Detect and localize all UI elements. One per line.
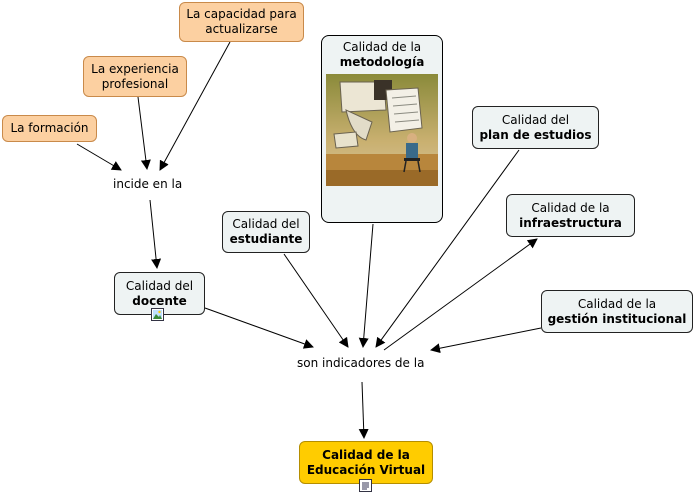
node-formacion-text: La formación [10,121,89,135]
link-incide-en-la: incide en la [113,177,183,191]
node-central-line1: Calidad de la [322,447,410,462]
edge-incide-docente [149,199,162,269]
node-experiencia-profesional[interactable]: La experiencia profesional [83,56,187,97]
edge-indicadores-central [358,381,369,439]
node-gestion-institucional[interactable]: Calidad de la gestión institucional [541,290,693,333]
node-metodologia[interactable]: Calidad de la metodología [321,35,443,223]
node-infraestructura[interactable]: Calidad de la infraestructura [506,194,635,237]
node-docente-line1: Calidad del [125,278,194,293]
node-plan-estudios[interactable]: Calidad del plan de estudios [472,106,599,149]
node-infraestructura-line2: infraestructura [519,215,622,230]
node-estudiante-line2: estudiante [229,232,303,246]
edge-indicadores-infraestructura [383,238,538,351]
node-estudiante[interactable]: Calidad del estudiante [222,211,310,253]
edge-plan-indicadores [375,149,520,348]
node-docente-line2: docente [132,293,187,308]
node-estudiante-line1: Calidad del [232,217,300,231]
node-experiencia-text: La experiencia profesional [91,61,179,91]
node-docente[interactable]: Calidad del docente [114,272,205,315]
node-capacidad-actualizarse[interactable]: La capacidad para actualizarse [179,2,304,42]
edge-capacidad-incide [159,41,231,171]
node-capacidad-text: La capacidad para actualizarse [186,7,297,36]
metodologia-illustration [326,74,438,186]
link-son-indicadores: son indicadores de la [297,356,425,370]
node-gestion-line2: gestión institucional [547,311,687,326]
edge-experiencia-incide [137,96,151,170]
node-plan-line2: plan de estudios [479,127,592,142]
edge-docente-indicadores [204,307,314,349]
edge-metodologia-indicadores [358,223,374,348]
image-icon[interactable] [151,308,164,321]
edge-estudiante-indicadores [283,253,349,348]
node-plan-line1: Calidad del [501,112,570,127]
node-infraestructura-line1: Calidad de la [531,200,610,215]
node-metodologia-line1: Calidad de la [342,40,422,54]
node-calidad-educacion-virtual[interactable]: Calidad de la Educación Virtual [299,441,433,484]
node-metodologia-line2: metodología [339,55,425,69]
document-icon[interactable] [359,479,372,492]
node-central-line2: Educación Virtual [306,462,426,477]
edge-gestion-indicadores [430,327,542,354]
node-gestion-line1: Calidad de la [577,296,657,311]
edge-formacion-incide [76,143,122,171]
node-formacion[interactable]: La formación [2,115,97,142]
